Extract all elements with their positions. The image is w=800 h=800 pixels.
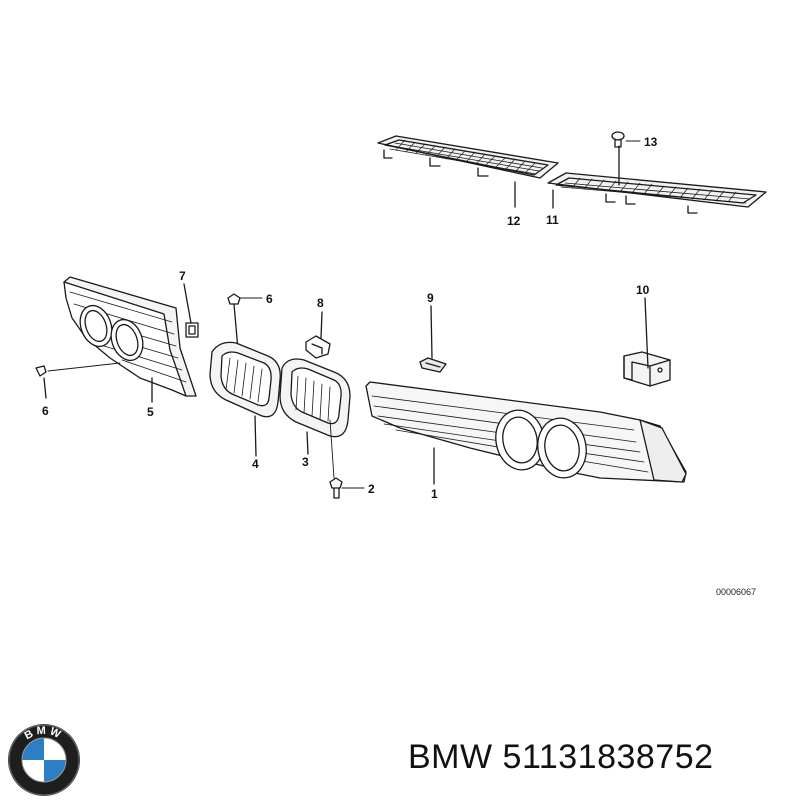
callout-9: 9 bbox=[427, 291, 434, 305]
brand-name: BMW bbox=[408, 738, 493, 776]
callout-4: 4 bbox=[252, 457, 259, 471]
drawing-id: 00006067 bbox=[716, 587, 756, 597]
screw-2-part bbox=[329, 419, 365, 499]
callout-labels: 1 2 3 4 5 6 6 7 8 9 10 11 12 13 00006067 bbox=[42, 135, 756, 597]
callout-1: 1 bbox=[431, 487, 438, 501]
clip-7-part bbox=[183, 283, 199, 338]
part-number-label: BMW 51131838752 bbox=[408, 738, 714, 777]
screw-6-left-part bbox=[35, 365, 47, 399]
callout-5: 5 bbox=[147, 405, 154, 419]
screw-6-top-part bbox=[227, 293, 263, 351]
air-grille-3-part bbox=[279, 358, 351, 455]
part-number: 51131838752 bbox=[502, 738, 714, 776]
callout-8: 8 bbox=[317, 296, 324, 310]
callout-2: 2 bbox=[368, 482, 375, 496]
callout-12: 12 bbox=[507, 214, 521, 228]
left-grille-part bbox=[47, 276, 197, 403]
upper-right-grille-part bbox=[547, 145, 767, 214]
clip-8-part bbox=[305, 311, 331, 359]
bracket-10-part bbox=[623, 297, 671, 387]
bmw-logo: BMW bbox=[8, 724, 80, 796]
main-grille-part bbox=[365, 381, 687, 485]
screw-13-part bbox=[611, 131, 641, 148]
svg-text:BMW: BMW bbox=[23, 725, 66, 743]
callout-10: 10 bbox=[636, 283, 650, 297]
callout-13: 13 bbox=[644, 135, 658, 149]
insert-9-part bbox=[419, 305, 447, 373]
air-grille-4-part bbox=[209, 341, 281, 457]
upper-left-grille-part bbox=[377, 135, 559, 208]
callout-11: 11 bbox=[546, 213, 559, 227]
callout-7: 7 bbox=[179, 269, 186, 283]
callout-3: 3 bbox=[302, 455, 309, 469]
callout-6-top: 6 bbox=[266, 292, 273, 306]
callout-6-left: 6 bbox=[42, 404, 49, 418]
